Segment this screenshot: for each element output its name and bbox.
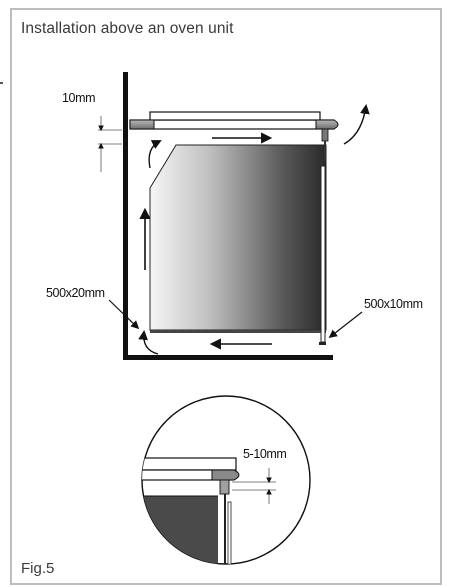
detail-front-panel: [224, 494, 226, 564]
vent-right-label: 500x10mm: [364, 297, 423, 311]
worktop: [129, 119, 335, 130]
detail-hob-edge: [211, 469, 240, 481]
vent-right-leader: [328, 311, 363, 339]
airflow-inlet-arrow: [138, 330, 159, 355]
oven-unit: [149, 144, 327, 331]
cabinet-back-wall: [123, 72, 128, 360]
gap-top-label: 10mm: [62, 91, 96, 105]
hob-glass: [149, 111, 321, 121]
hob-right-edge: [315, 119, 339, 130]
detail-oven: [142, 496, 218, 564]
detail-gap-label: 5-10mm: [243, 447, 287, 461]
front-panel-foot: [319, 342, 326, 345]
oven-base-plate: [150, 330, 326, 333]
page-edge-mark: [0, 82, 3, 84]
hob-left-edge: [129, 119, 155, 130]
vent-left-label: 500x20mm: [46, 286, 105, 300]
hob-bracket: [321, 128, 329, 142]
detail-bracket: [219, 479, 230, 495]
cabinet-front-panel: [320, 165, 326, 343]
vent-left-leader: [108, 299, 140, 330]
airflow-exhaust-arrow: [343, 104, 370, 145]
detail-panel-edge: [227, 501, 232, 564]
hob-bracket-stem: [324, 141, 326, 161]
airflow-corner-arrow: [148, 140, 162, 169]
cabinet-floor: [123, 355, 333, 360]
detail-hob-glass: [142, 457, 237, 471]
figure-label: Fig.5: [21, 560, 55, 577]
figure-title: Installation above an oven unit: [21, 20, 234, 37]
